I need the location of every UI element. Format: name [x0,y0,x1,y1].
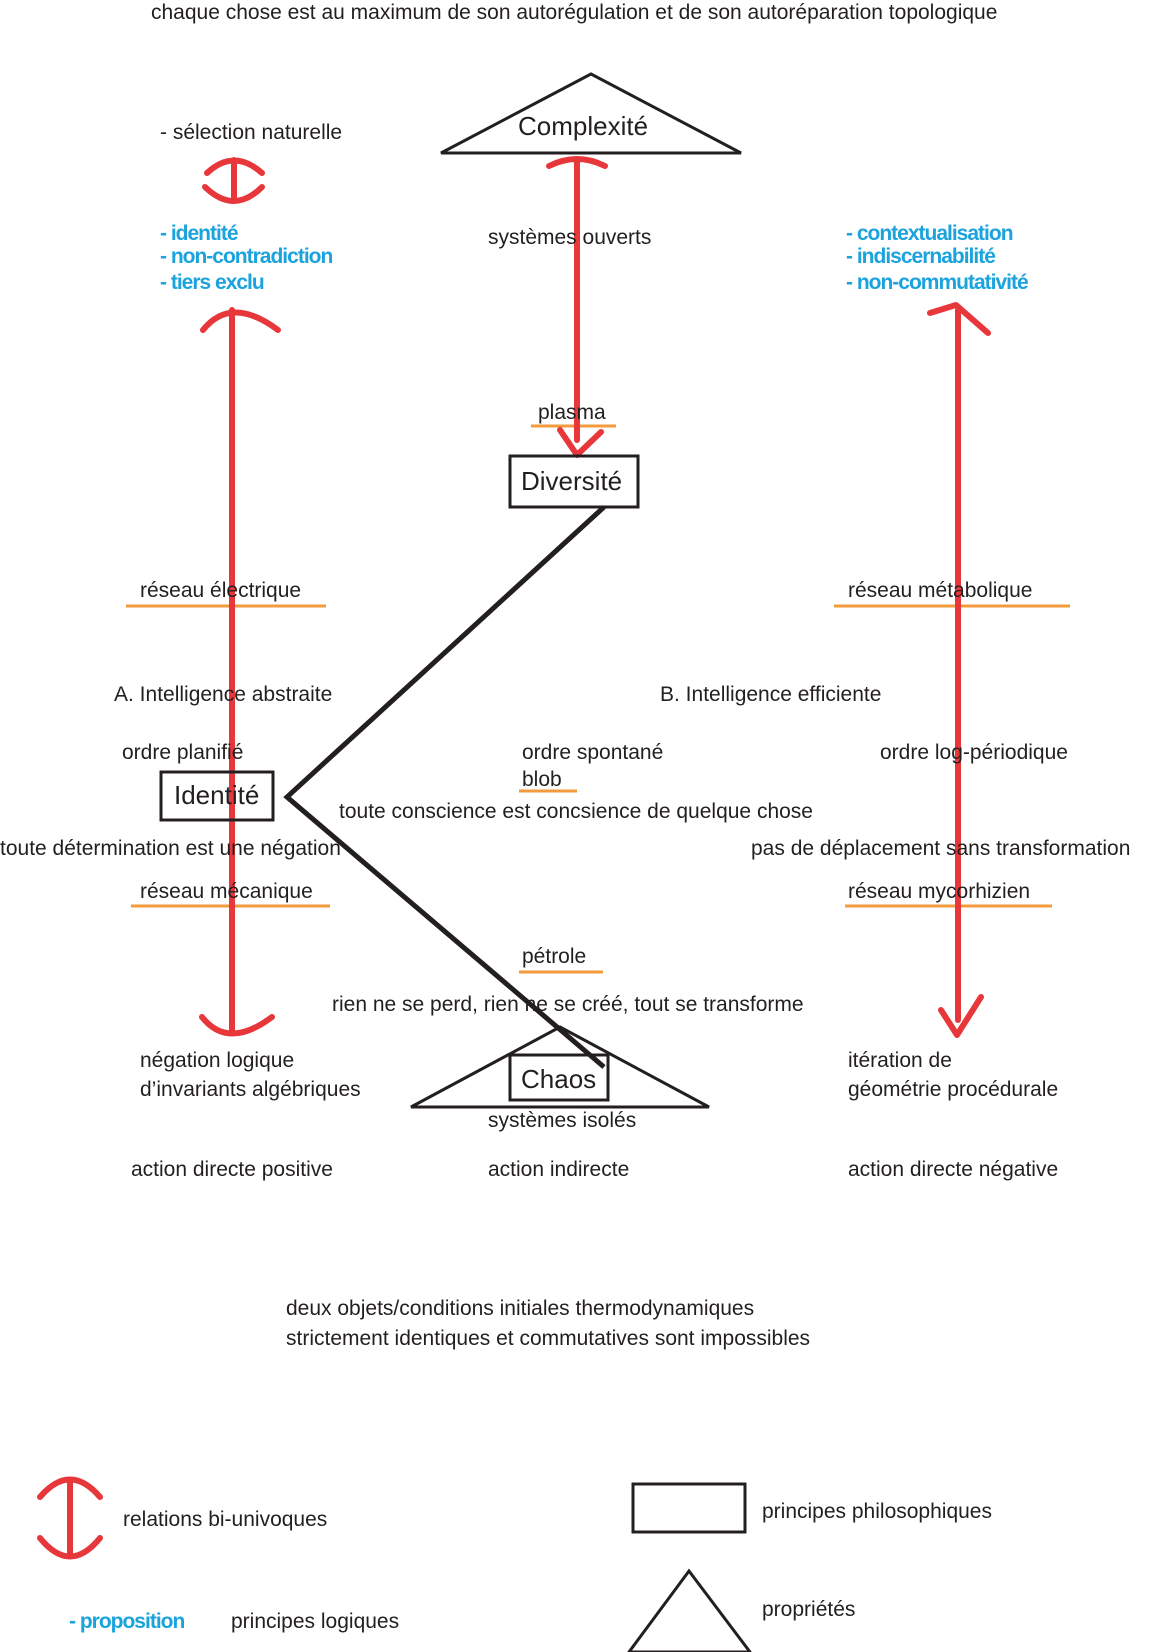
diversite-box [508,454,640,509]
negation-logique: négation logique [140,1049,295,1072]
chaos-box [508,1053,610,1102]
left-proposition-3: - tiers exclu [160,271,265,294]
chaos-triangle [410,1025,710,1109]
chaos-label: Chaos [521,1064,597,1094]
reseau-mycorhizien: réseau mycorhizien [848,880,1031,903]
geometrie-procedurale: géométrie procédurale [848,1078,1059,1101]
systemes-ouverts: systèmes ouverts [488,226,652,249]
reseau-mecanique: réseau mécanique [140,880,313,903]
reseau-electrique: réseau électrique [140,579,302,602]
identite-box [159,770,275,822]
selection-naturelle: - sélection naturelle [160,121,343,144]
legend-logiques: principes logiques [231,1610,400,1633]
connector-line [283,505,606,1069]
iteration-de: itération de [848,1049,952,1072]
legend-arrow [37,1476,103,1560]
conscience: toute conscience est concsience de quelq… [339,800,813,823]
action-indirecte: action indirecte [488,1158,630,1181]
action-directe-positive: action directe positive [131,1158,333,1181]
rien-ne-se-perd: rien ne se perd, rien ne se créé, tout s… [332,993,804,1016]
identite-label: Identité [174,780,260,810]
ordre-planifie: ordre planifié [122,741,244,764]
invariants-algebriques: d’invariants algébriques [140,1078,361,1101]
left-proposition-2: - non-contradiction [160,245,333,268]
right-proposition-2: - indiscernabilité [846,245,996,268]
legend-proprietes: propriétés [762,1598,856,1621]
intelligence-efficiente: B. Intelligence efficiente [660,683,882,706]
plasma: plasma [538,401,606,424]
legend-box [631,1482,747,1534]
arrow-right-vertical [927,302,991,1038]
determination-negation: toute détermination est une négation [0,837,341,860]
diversite-label: Diversité [521,466,623,496]
black-structure [159,72,752,1652]
footer-line-2: strictement identiques et commutatives s… [286,1327,811,1350]
arrow-selection [202,157,265,204]
complexite-label: Complexité [518,111,649,141]
right-proposition-3: - non-commutativité [846,271,1029,294]
action-directe-negative: action directe négative [848,1158,1059,1181]
right-proposition-1: - contextualisation [846,222,1014,245]
legend-triangle [627,1568,752,1652]
left-proposition-1: - identité [160,222,238,245]
petrole: pétrole [522,945,587,968]
blob: blob [522,768,562,791]
arrow-left-vertical [199,307,281,1037]
legend-relations: relations bi-univoques [123,1508,328,1531]
ordre-spontane: ordre spontané [522,741,664,764]
deplacement-transformation: pas de déplacement sans transformation [751,837,1131,860]
reseau-metabolique: réseau métabolique [848,579,1033,602]
complexite-triangle [440,72,742,155]
systemes-isoles: systèmes isolés [488,1109,637,1132]
header-title: chaque chose est au maximum de son autor… [151,1,998,24]
legend-philosophiques: principes philosophiques [762,1500,992,1523]
legend-proposition: - proposition [69,1610,185,1633]
footer-line-1: deux objets/conditions initiales thermod… [286,1297,755,1320]
ordre-log-periodique: ordre log-périodique [880,741,1068,764]
arrows [37,156,991,1560]
intelligence-abstraite: A. Intelligence abstraite [114,683,333,706]
